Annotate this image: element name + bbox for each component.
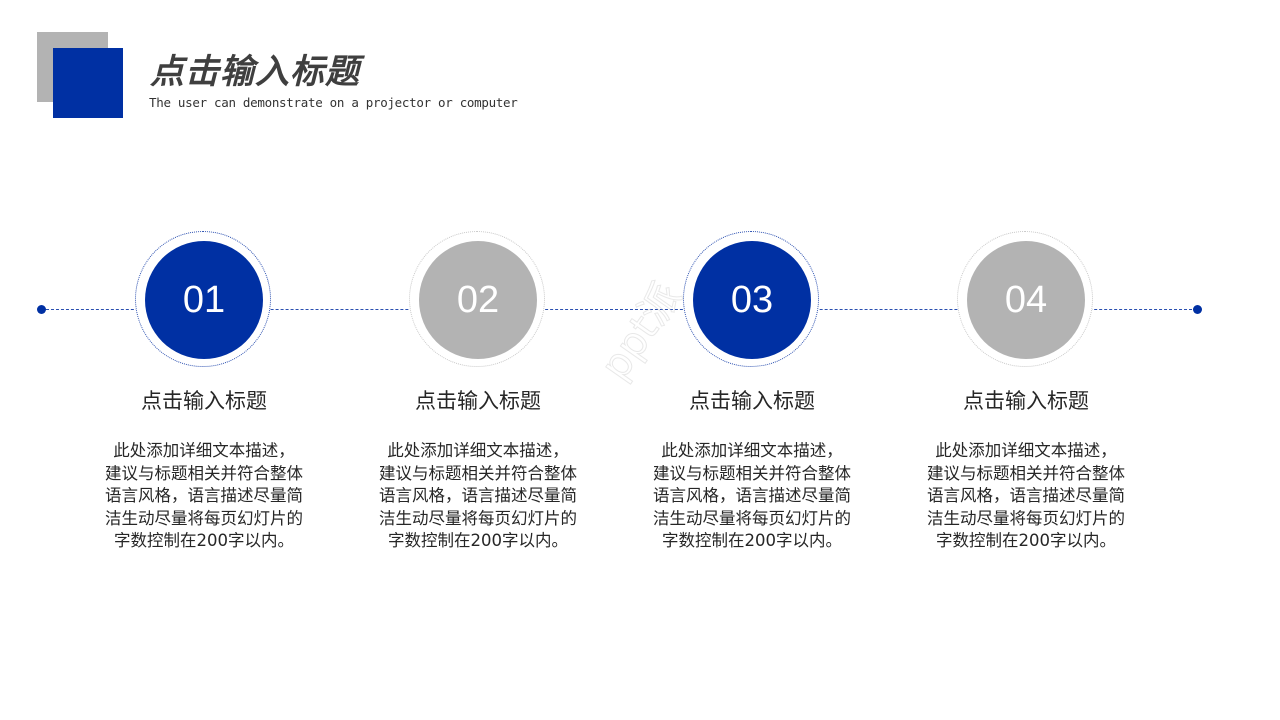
desc-line: 字数控制在200字以内。 [114, 531, 294, 550]
desc-line: 洁生动尽量将每页幻灯片的 [379, 508, 577, 528]
desc-line: 语言风格，语言描述尽量简 [927, 486, 1125, 505]
step-description[interactable]: 此处添加详细文本描述， 建议与标题相关并符合整体 语言风格，语言描述尽量简 洁生… [911, 440, 1141, 553]
desc-line: 洁生动尽量将每页幻灯片的 [105, 508, 303, 528]
desc-line: 此处添加详细文本描述， [935, 441, 1117, 460]
step-number-circle[interactable]: 02 [419, 241, 537, 359]
step-1: 01 点击输入标题 此处添加详细文本描述， 建议与标题相关并符合整体 语言风格，… [67, 0, 341, 720]
step-description[interactable]: 此处添加详细文本描述， 建议与标题相关并符合整体 语言风格，语言描述尽量简 洁生… [637, 440, 867, 553]
desc-line: 语言风格，语言描述尽量简 [379, 486, 577, 505]
desc-line: 建议与标题相关并符合整体 [653, 463, 851, 483]
step-3: 03 点击输入标题 此处添加详细文本描述， 建议与标题相关并符合整体 语言风格，… [615, 0, 889, 720]
step-number-circle[interactable]: 01 [145, 241, 263, 359]
step-number-circle[interactable]: 04 [967, 241, 1085, 359]
desc-line: 洁生动尽量将每页幻灯片的 [927, 508, 1125, 528]
desc-line: 此处添加详细文本描述， [661, 441, 843, 460]
timeline-line [41, 309, 1197, 310]
step-description[interactable]: 此处添加详细文本描述， 建议与标题相关并符合整体 语言风格，语言描述尽量简 洁生… [363, 440, 593, 553]
desc-line: 建议与标题相关并符合整体 [379, 463, 577, 483]
step-title[interactable]: 点击输入标题 [415, 389, 541, 413]
desc-line: 字数控制在200字以内。 [936, 531, 1116, 550]
desc-line: 此处添加详细文本描述， [113, 441, 295, 460]
desc-line: 洁生动尽量将每页幻灯片的 [653, 508, 851, 528]
timeline-end-dot [1193, 305, 1202, 314]
timeline-start-dot [37, 305, 46, 314]
desc-line: 语言风格，语言描述尽量简 [105, 486, 303, 505]
step-4: 04 点击输入标题 此处添加详细文本描述， 建议与标题相关并符合整体 语言风格，… [889, 0, 1163, 720]
desc-line: 字数控制在200字以内。 [388, 531, 568, 550]
decor-blue-square [53, 48, 123, 118]
desc-line: 语言风格，语言描述尽量简 [653, 486, 851, 505]
step-title[interactable]: 点击输入标题 [689, 389, 815, 413]
desc-line: 字数控制在200字以内。 [662, 531, 842, 550]
desc-line: 此处添加详细文本描述， [387, 441, 569, 460]
desc-line: 建议与标题相关并符合整体 [927, 463, 1125, 483]
step-2: 02 点击输入标题 此处添加详细文本描述， 建议与标题相关并符合整体 语言风格，… [341, 0, 615, 720]
step-number-circle[interactable]: 03 [693, 241, 811, 359]
step-description[interactable]: 此处添加详细文本描述， 建议与标题相关并符合整体 语言风格，语言描述尽量简 洁生… [89, 440, 319, 553]
step-title[interactable]: 点击输入标题 [963, 389, 1089, 413]
desc-line: 建议与标题相关并符合整体 [105, 463, 303, 483]
step-title[interactable]: 点击输入标题 [141, 389, 267, 413]
page-title[interactable]: 点击输入标题 [150, 52, 360, 92]
page-subtitle[interactable]: The user can demonstrate on a projector … [149, 95, 518, 110]
